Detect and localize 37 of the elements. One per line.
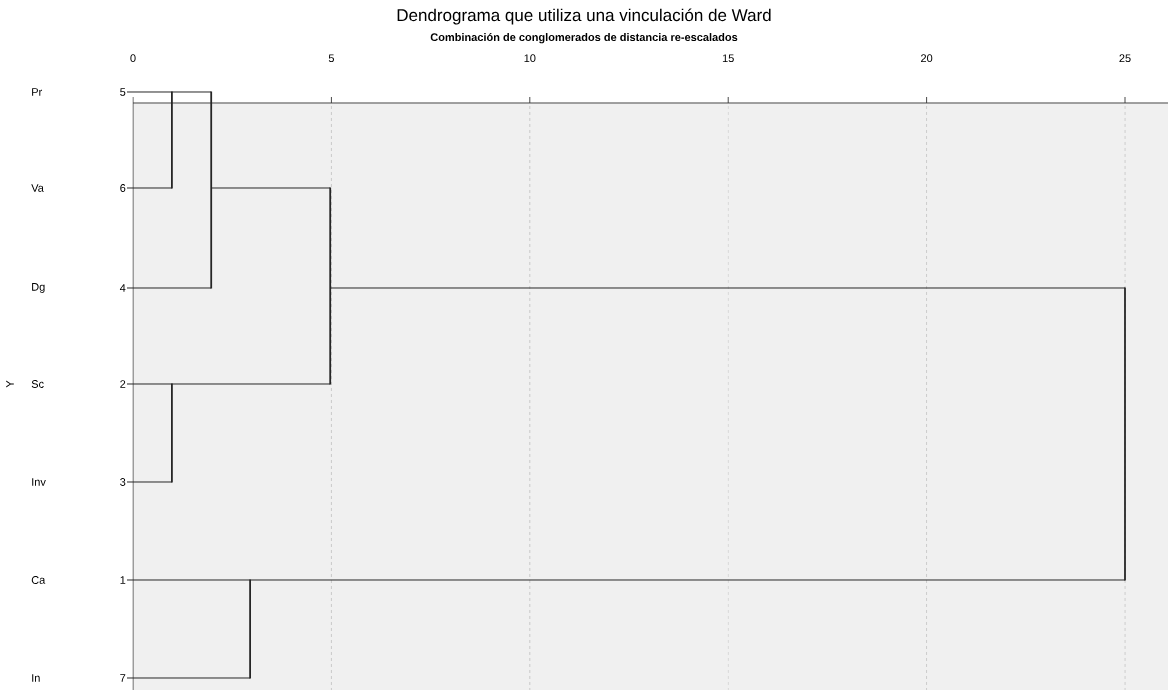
case-label: Pr — [32, 88, 43, 96]
case-number: 1 — [120, 576, 126, 584]
dendrogram-link — [126, 579, 251, 581]
case-label: In — [32, 674, 40, 682]
tick-label: 5 — [328, 54, 334, 63]
case-number: 6 — [120, 184, 126, 192]
axis-label: Y — [6, 380, 14, 388]
cluster-bar — [329, 187, 332, 385]
case-number: 3 — [120, 478, 126, 486]
axis-title: Combinación de conglomerados de distancia re-escalados — [430, 32, 738, 44]
case-label: Va — [31, 184, 44, 192]
dendrogram-link — [171, 383, 331, 385]
tick-label: 20 — [921, 54, 933, 63]
dendrogram-link — [210, 187, 331, 189]
case-number: 2 — [120, 380, 126, 388]
dendrogram-link — [126, 481, 173, 483]
case-label: Inv — [32, 478, 46, 486]
dendrogram-link — [249, 579, 1126, 581]
dendrogram-link — [126, 187, 173, 189]
tick-label: 10 — [524, 54, 536, 63]
tick-label: 0 — [130, 54, 136, 63]
cluster-bar — [210, 91, 213, 289]
dendrogram-link — [126, 91, 173, 93]
dendrogram-link — [126, 677, 251, 679]
case-label: Sc — [31, 380, 44, 388]
case-label: Ca — [31, 576, 46, 584]
case-label: Dg — [32, 283, 45, 293]
tick-label: 25 — [1119, 54, 1131, 63]
dendrogram-link — [171, 91, 212, 93]
chart-title: Dendrograma que utiliza una vinculación de Ward — [397, 8, 771, 25]
dendrogram-link — [126, 383, 173, 385]
tick-label: 15 — [722, 54, 734, 63]
case-number: 5 — [120, 88, 126, 96]
case-number: 4 — [119, 284, 126, 292]
dendrogram-link — [329, 287, 1126, 289]
case-number: 7 — [120, 674, 126, 682]
dendrogram-link — [126, 287, 212, 289]
